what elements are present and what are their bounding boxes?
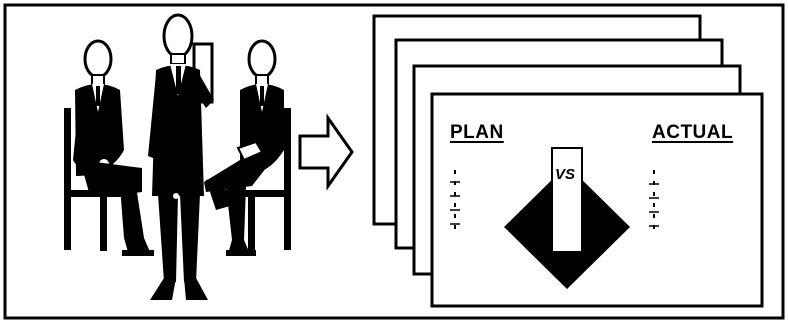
actual-label: ACTUAL (652, 122, 733, 144)
vs-bar (552, 148, 582, 252)
vs-label: VS (555, 166, 575, 183)
plan-label: PLAN (450, 122, 504, 144)
